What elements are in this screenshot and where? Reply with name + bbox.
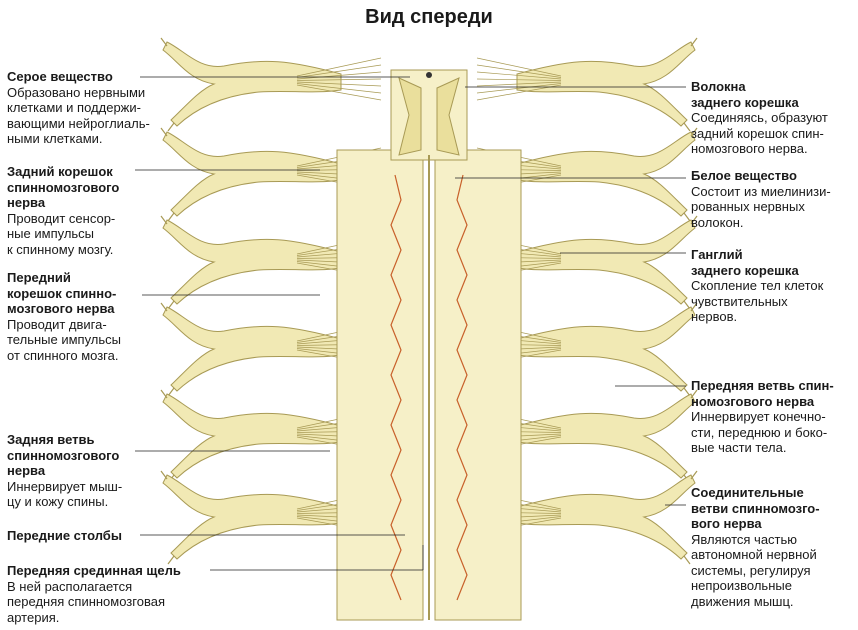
spinal-nerve-right-6 <box>516 474 696 560</box>
label-dorsal-root-fibers: Волокна заднего корешка Соединяясь, обра… <box>691 79 828 156</box>
spinal-nerve-left-2 <box>162 131 342 217</box>
rootlet-fiber-right-1-3 <box>476 71 562 80</box>
label-grey-matter: Серое вещество Образовано нервными клетк… <box>7 69 150 146</box>
spinal-nerve-right-5 <box>516 393 696 479</box>
label-anterior-columns: Передние столбы <box>7 528 122 543</box>
spinal-nerve-right-4 <box>516 306 696 392</box>
ramus-tip-right-1 <box>683 37 698 132</box>
ramus-tip-left-1 <box>160 37 175 132</box>
grey-matter-shape <box>398 77 460 156</box>
ramus-tip-right-6 <box>683 470 698 565</box>
spinal-nerve-left-6 <box>162 474 342 560</box>
spinal-nerve-left-1 <box>162 41 342 127</box>
ramus-tip-left-2 <box>160 127 175 222</box>
blood-vessel-right <box>456 174 468 601</box>
label-anterior-median-fissure: Передняя срединная щель В ней располагае… <box>7 563 181 625</box>
rootlet-fiber-left-1-3 <box>296 71 382 80</box>
label-white-matter: Белое вещество Состоит из миелинизи- ров… <box>691 168 831 230</box>
rootlet-fiber-right-1-5 <box>476 81 562 87</box>
rootlet-fiber-right-1-6 <box>476 83 562 94</box>
spinal-nerve-right-3 <box>516 219 696 305</box>
label-dorsal-root: Задний корешок спинномозгового нерва Про… <box>7 164 120 257</box>
rootlet-fiber-left-1-6 <box>296 83 382 94</box>
rootlet-fiber-right-1-1 <box>476 57 562 77</box>
rootlet-fiber-left-1-4 <box>296 78 382 81</box>
cord-left-column <box>336 149 424 621</box>
rootlet-fiber-left-1-7 <box>296 84 382 101</box>
central-canal <box>426 72 432 78</box>
rootlet-fiber-left-1-1 <box>296 57 382 77</box>
blood-vessel-left <box>390 174 402 601</box>
spinal-nerve-right-2 <box>516 131 696 217</box>
label-dorsal-root-ganglion: Ганглий заднего корешка Скопление тел кл… <box>691 247 824 324</box>
label-dorsal-ramus: Задняя ветвь спинномозгового нерва Иннер… <box>7 432 123 509</box>
cord-right-column <box>434 149 522 621</box>
spinal-nerve-left-5 <box>162 393 342 479</box>
rootlet-fiber-left-1-2 <box>296 64 382 78</box>
rootlet-fiber-right-1-2 <box>476 64 562 78</box>
spinal-nerve-left-4 <box>162 306 342 392</box>
ramus-tip-left-6 <box>160 470 175 565</box>
spinal-nerve-right-1 <box>516 41 696 127</box>
label-rami-communicantes: Соединительные ветви спинномозго- вого н… <box>691 485 820 609</box>
rootlet-fiber-right-1-7 <box>476 84 562 101</box>
rootlet-fiber-left-1-5 <box>296 81 382 87</box>
spinal-nerve-left-3 <box>162 219 342 305</box>
label-ventral-root: Передний корешок спинно- мозгового нерва… <box>7 270 121 363</box>
rootlet-fiber-right-1-4 <box>476 78 562 81</box>
ramus-tip-right-2 <box>683 127 698 222</box>
diagram-title: Вид спереди <box>365 6 493 28</box>
label-ventral-ramus: Передняя ветвь спин- номозгового нерва И… <box>691 378 834 455</box>
